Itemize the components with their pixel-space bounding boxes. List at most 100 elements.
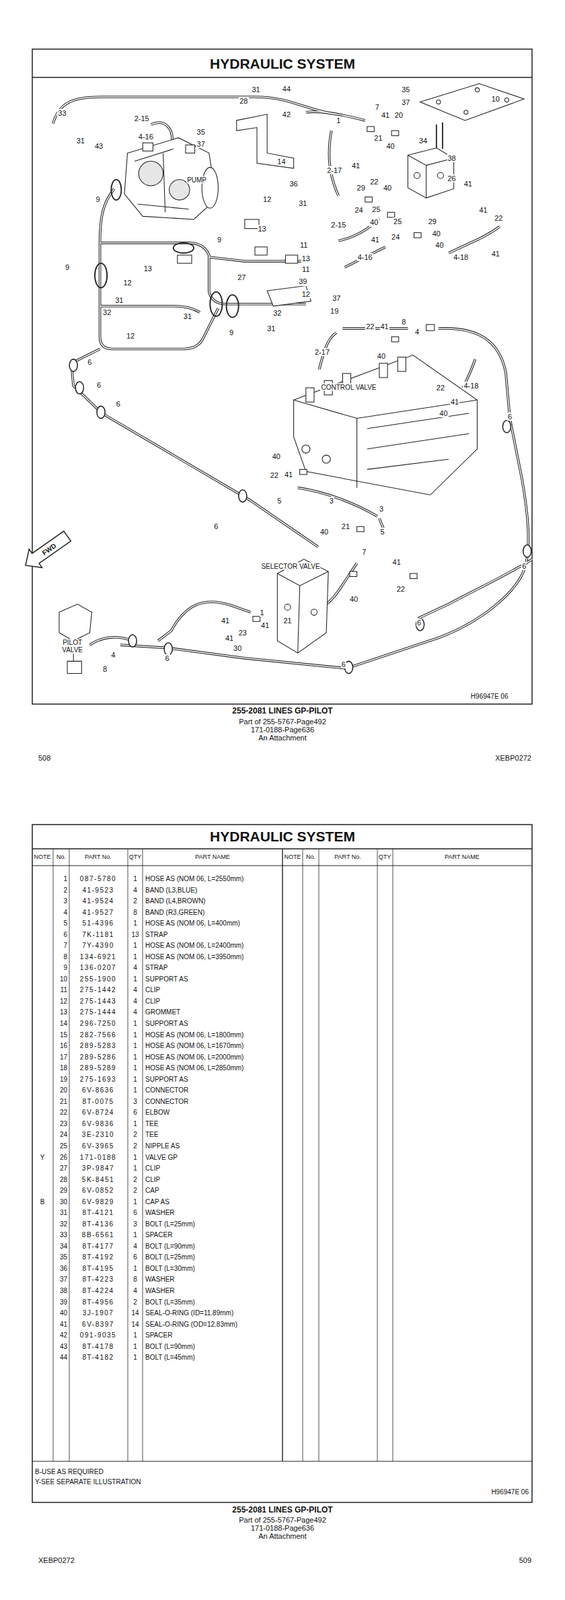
table-cell: 1 <box>133 918 138 927</box>
callout-number: 6 <box>416 618 422 627</box>
callout-number: 41 <box>491 249 501 258</box>
callout-number: 22 <box>269 470 280 479</box>
table-cell: 15 <box>59 1029 68 1038</box>
callout-number: 43 <box>94 141 104 150</box>
table-note: B-USE AS REQUIRED <box>34 1466 104 1475</box>
callout-number: 36 <box>288 179 298 188</box>
table-header: No. <box>56 853 66 861</box>
callout-number: 41 <box>260 620 270 629</box>
table-note: H96947E 06 <box>491 1487 529 1495</box>
table-cell: 1 <box>133 1019 138 1027</box>
callout-number: 7 <box>374 102 381 111</box>
table-cell: 29 <box>59 1185 68 1194</box>
callout-number: 8 <box>400 316 407 325</box>
table-cell: 1 <box>133 1074 138 1082</box>
table-cell: 8 <box>133 907 138 915</box>
callout-number: 6 <box>86 357 93 366</box>
callout-number: 41 <box>283 470 294 479</box>
table-cell: WASHER <box>145 1274 175 1283</box>
part-number: 8T-4136 <box>82 1218 114 1227</box>
table-cell: 6 <box>133 1208 138 1216</box>
callout-number: 41 <box>370 235 381 244</box>
callout-number: 4-16 <box>357 252 374 261</box>
callout-number: 11 <box>299 240 309 249</box>
table-cell: 38 <box>59 1285 68 1293</box>
callout-number: 30 <box>232 643 243 652</box>
table-cell: HOSE AS (NOM 06, L=2850mm) <box>145 1063 244 1071</box>
page-number: XEBP0272 <box>495 753 532 762</box>
callout-number: 21 <box>282 616 292 625</box>
table-cell: BOLT (L=90mm) <box>145 1341 196 1349</box>
callout-number: 40 <box>376 351 387 360</box>
callout-number: 31 <box>114 295 124 305</box>
table-cell: BOLT (L=25mm) <box>145 1252 196 1260</box>
callout-number: 31 <box>76 136 86 145</box>
table-cell: 28 <box>59 1174 68 1182</box>
table-title: HYDRAULIC SYSTEM <box>209 827 356 844</box>
table-cell: HOSE AS (NOM 06, L=2000mm) <box>145 1051 244 1060</box>
part-number: 3J-1907 <box>82 1308 115 1316</box>
table-cell: 4 <box>63 907 68 915</box>
callout-number: 31 <box>297 199 308 208</box>
part-number: 289-5286 <box>80 1051 117 1060</box>
callout-number: 41 <box>463 179 473 188</box>
callout-number: 22 <box>493 213 504 222</box>
table-cell: 1 <box>133 1352 138 1361</box>
table-cell: 33 <box>59 1230 68 1238</box>
part-number: 3P-9847 <box>82 1163 115 1172</box>
part-number: 41-9523 <box>82 885 114 893</box>
part-number: 8T-4956 <box>82 1296 114 1305</box>
callout-number: 2-17 <box>314 347 331 356</box>
callout-number: 42 <box>281 110 292 119</box>
component-label: PUMP <box>186 175 208 183</box>
part-number: 6V-3965 <box>82 1140 115 1149</box>
table-cell: 16 <box>59 1041 68 1049</box>
table-cell: BOLT (L=45mm) <box>145 1352 196 1361</box>
callout-number: 12 <box>262 195 272 204</box>
part-number: 7Y-4390 <box>82 940 114 949</box>
table-cell: 3 <box>63 896 68 904</box>
caption-line: An Attachment <box>258 1530 307 1539</box>
part-number: 296-7250 <box>80 1019 117 1027</box>
page-title: HYDRAULIC SYSTEM <box>209 55 356 72</box>
table-cell: 18 <box>59 1063 68 1071</box>
table-cell: 3 <box>133 1096 138 1104</box>
callout-number: 23 <box>238 628 248 637</box>
table-cell: 1 <box>133 1041 138 1049</box>
callout-number: 29 <box>427 217 438 226</box>
table-cell: 22 <box>59 1107 68 1116</box>
table-cell: HOSE AS (NOM 06, L=400mm) <box>145 918 241 927</box>
part-number: 289-5289 <box>80 1063 117 1071</box>
callout-number: 41 <box>478 205 488 214</box>
table-cell: SPACER <box>145 1330 173 1338</box>
callout-number: 22 <box>435 383 446 392</box>
table-cell: NIPPLE AS <box>145 1140 180 1149</box>
callout-number: 24 <box>390 232 401 241</box>
part-number: 255-1900 <box>80 973 117 982</box>
table-cell: 19 <box>59 1074 68 1082</box>
callout-number: 19 <box>329 306 339 315</box>
table-cell: 1 <box>133 1196 138 1204</box>
table-cell: 1 <box>133 973 138 982</box>
callout-number: 5 <box>276 496 282 505</box>
part-number: 6V-9829 <box>82 1196 115 1204</box>
callout-number: 38 <box>446 154 457 163</box>
part-number: 275-1443 <box>80 996 117 1004</box>
table-cell: HOSE AS (NOM 06, L=2400mm) <box>145 940 244 949</box>
table-cell: 1 <box>133 1085 138 1094</box>
callout-number: 40 <box>319 527 329 536</box>
part-number: 282-7566 <box>80 1029 117 1038</box>
table-header: QTY <box>378 853 392 861</box>
table-cell: 1 <box>133 1063 138 1071</box>
table-cell: 1 <box>133 940 138 949</box>
component-label: PILOT VALVE <box>61 638 84 654</box>
table-cell: 40 <box>59 1308 68 1316</box>
part-number: 8B-6561 <box>82 1230 115 1238</box>
selector-valve-drawing <box>277 558 329 653</box>
table-cell: CLIP <box>145 985 161 993</box>
table-cell: 8 <box>63 951 68 960</box>
callout-number: 31 <box>250 85 261 94</box>
table-cell: 1 <box>133 1330 138 1338</box>
table-header: PART NAME <box>195 853 231 861</box>
table-cell: 14 <box>59 1019 68 1027</box>
